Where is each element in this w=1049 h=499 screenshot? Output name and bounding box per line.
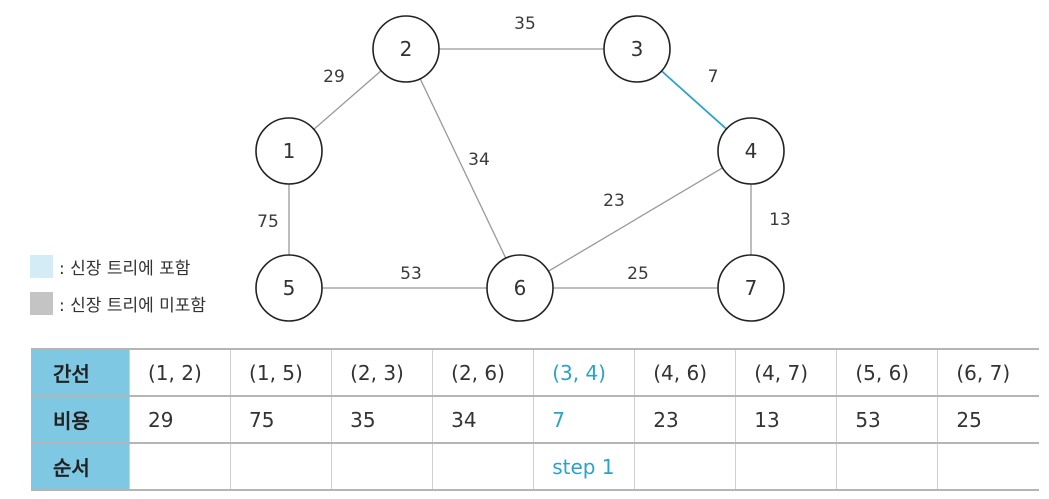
edge-cell: (1, 5) <box>230 348 332 397</box>
order-cell-highlighted: step 1 <box>533 442 635 491</box>
node-label: 4 <box>745 139 758 163</box>
order-cell <box>432 442 534 491</box>
edge-weight-label: 53 <box>400 264 422 284</box>
order-cell <box>836 442 938 491</box>
node-label: 6 <box>514 276 527 300</box>
edge-2-6 <box>419 78 507 259</box>
node-2 <box>372 15 440 83</box>
node-3 <box>603 15 671 83</box>
edge-weight-label: 23 <box>603 191 625 211</box>
cost-cell: 75 <box>230 395 332 444</box>
order-cell <box>230 442 332 491</box>
cost-row-header: 비용 <box>31 395 130 444</box>
edge-weight-label: 13 <box>769 210 791 230</box>
cost-cell: 25 <box>937 395 1039 444</box>
edge-weight-label: 25 <box>627 264 649 284</box>
edge-weight-label: 75 <box>257 212 279 232</box>
edge-row: 간선 (1, 2) (1, 5) (2, 3) (2, 6) (3, 4) (4… <box>31 348 1039 397</box>
cost-cell: 35 <box>331 395 433 444</box>
legend-included: : 신장 트리에 포함 <box>30 254 190 279</box>
order-cell <box>735 442 837 491</box>
edge-cell: (6, 7) <box>937 348 1039 397</box>
edge-cell: (1, 2) <box>128 348 231 397</box>
order-cell <box>937 442 1039 491</box>
edge-cell: (4, 6) <box>634 348 736 397</box>
cost-cell: 29 <box>128 395 231 444</box>
cost-row: 비용 29 75 35 34 7 23 13 53 25 <box>31 395 1039 444</box>
node-label: 7 <box>745 276 758 300</box>
edge-cell-highlighted: (3, 4) <box>533 348 635 397</box>
edge-weight-label: 29 <box>323 67 345 87</box>
edge-weight-label: 7 <box>708 67 719 87</box>
cost-cell: 23 <box>634 395 736 444</box>
cost-cell: 13 <box>735 395 837 444</box>
edge-cell: (2, 6) <box>432 348 534 397</box>
edge-1-2 <box>313 70 382 130</box>
order-cell <box>331 442 433 491</box>
cost-cell: 53 <box>836 395 938 444</box>
edge-weight-label: 34 <box>468 150 490 170</box>
node-6 <box>486 254 554 322</box>
edge-4-6 <box>548 167 723 272</box>
edge-weight-label: 35 <box>514 14 536 34</box>
legend-included-label: : 신장 트리에 포함 <box>59 259 191 279</box>
cost-cell: 34 <box>432 395 534 444</box>
node-label: 3 <box>631 37 644 61</box>
edge-cell: (5, 6) <box>836 348 938 397</box>
node-7 <box>717 254 785 322</box>
legend-excluded: : 신장 트리에 미포함 <box>30 291 206 316</box>
order-row-header: 순서 <box>31 442 130 491</box>
cost-cell-highlighted: 7 <box>533 395 635 444</box>
node-5 <box>255 254 323 322</box>
legend-excluded-swatch <box>30 292 53 315</box>
node-label: 2 <box>400 37 413 61</box>
edge-cell: (2, 3) <box>331 348 433 397</box>
legend-included-swatch <box>30 255 53 278</box>
order-cell <box>634 442 736 491</box>
legend-excluded-label: : 신장 트리에 미포함 <box>59 296 207 316</box>
order-row: 순서 step 1 <box>31 442 1039 491</box>
node-label: 1 <box>283 139 296 163</box>
edge-cell: (4, 7) <box>735 348 837 397</box>
edge-3-4 <box>660 70 728 130</box>
order-cell <box>128 442 231 491</box>
node-4 <box>717 117 785 185</box>
edge-row-header: 간선 <box>31 348 130 397</box>
edge-table: 간선 (1, 2) (1, 5) (2, 3) (2, 6) (3, 4) (4… <box>31 348 1039 491</box>
node-1 <box>255 117 323 185</box>
node-label: 5 <box>283 276 296 300</box>
